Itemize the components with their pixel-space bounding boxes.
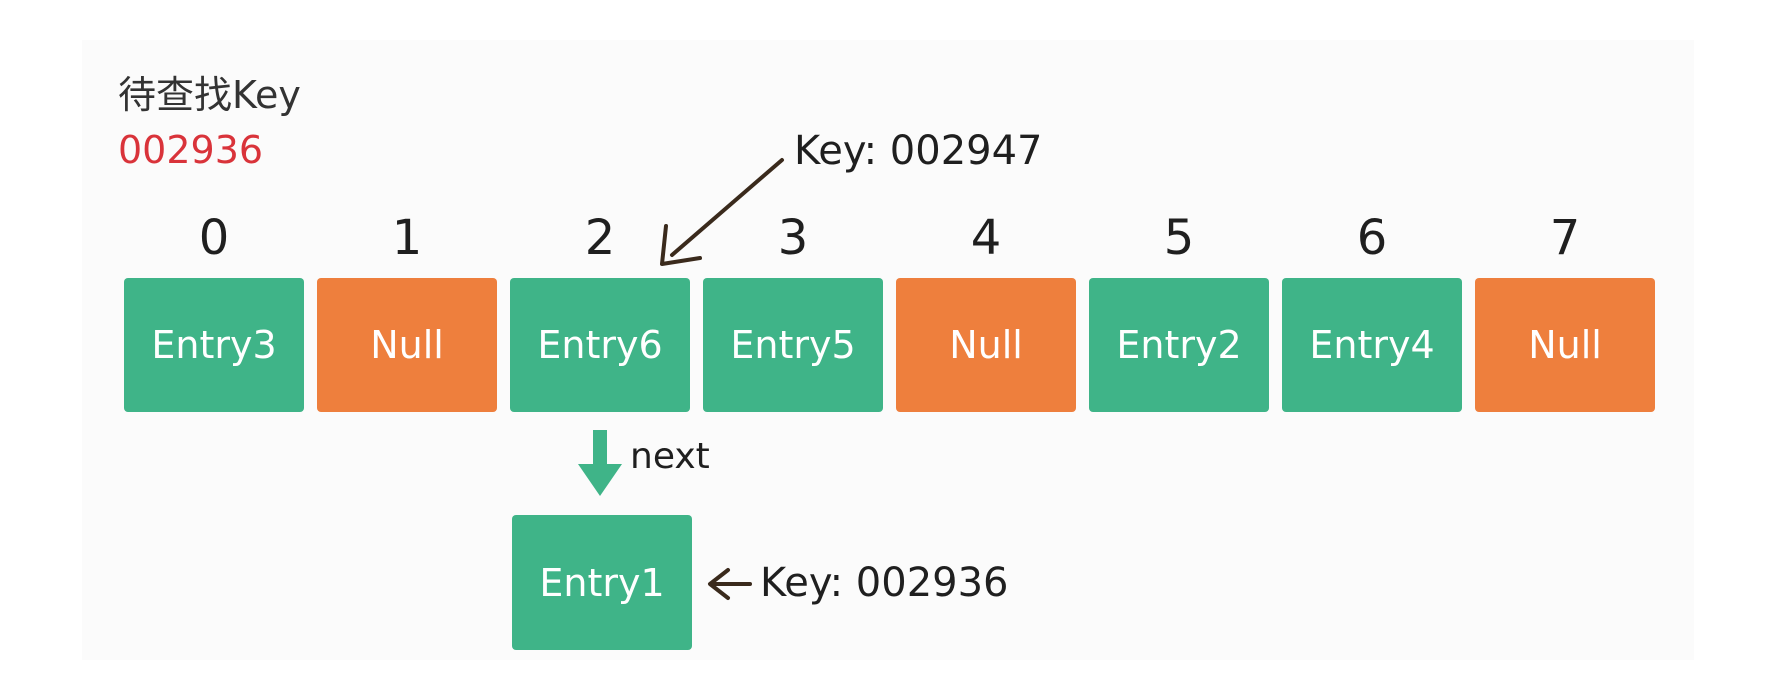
slot-7: Null — [1475, 278, 1655, 412]
slot-0: Entry3 — [124, 278, 304, 412]
pointer-arrow-icon — [660, 158, 784, 266]
slot-2: Entry6 — [510, 278, 690, 412]
pointer-left-arrow-icon — [708, 568, 752, 600]
slot-4: Null — [896, 278, 1076, 412]
index-6: 6 — [1356, 210, 1388, 266]
next-label: next — [630, 436, 710, 477]
chain-node-entry1: Entry1 — [512, 515, 692, 650]
chain-key-annotation: Key: 002936 — [760, 560, 1009, 606]
index-4: 4 — [970, 210, 1002, 266]
slot-3: Entry5 — [703, 278, 883, 412]
slot2-key-annotation: Key: 002947 — [794, 128, 1043, 174]
search-key-label: 待查找Key — [118, 73, 301, 117]
index-5: 5 — [1163, 210, 1195, 266]
slot-6: Entry4 — [1282, 278, 1462, 412]
slot-5: Entry2 — [1089, 278, 1269, 412]
index-2: 2 — [584, 210, 616, 266]
index-7: 7 — [1549, 210, 1581, 266]
next-arrow-icon — [578, 430, 622, 496]
index-1: 1 — [391, 210, 423, 266]
search-key-value: 002936 — [118, 128, 264, 172]
index-3: 3 — [777, 210, 809, 266]
index-0: 0 — [198, 210, 230, 266]
slot-1: Null — [317, 278, 497, 412]
